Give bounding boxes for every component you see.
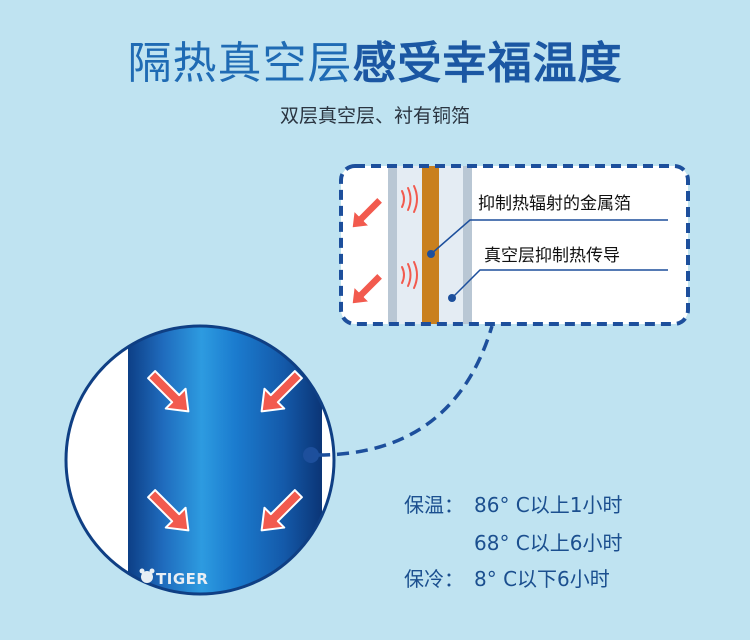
magnifier-circle: [64, 324, 336, 596]
arrow-icon: [147, 370, 190, 413]
page-title: 隔热真空层感受幸福温度: [0, 38, 750, 90]
heat-arrows-bottle: [147, 370, 303, 532]
brand-logo-text: TIGER: [156, 570, 209, 588]
leader-line-vacuum: [448, 269, 668, 302]
arrow-icon: [351, 272, 384, 305]
cold-label: 保冷：: [404, 567, 464, 591]
title-bold: 感受幸福温度: [352, 38, 623, 89]
inner-wall: [463, 166, 472, 324]
inset-detail-box: [339, 164, 690, 326]
warm-value-1: 86° C以上1小时: [474, 493, 623, 517]
leader-line-foil: [427, 219, 668, 258]
cold-value: 8° C以下6小时: [474, 567, 610, 591]
arrow-icon: [260, 489, 303, 532]
outer-wall: [388, 166, 397, 324]
heat-arrows-inset: [351, 196, 384, 305]
radiation-waves-icon: [401, 185, 418, 289]
arrow-icon: [260, 370, 303, 413]
copper-foil: [422, 166, 439, 324]
page-subtitle: 双层真空层、衬有铜箔: [279, 105, 470, 127]
foil-label: 抑制热辐射的金属箔: [478, 194, 631, 214]
callout-connector: [303, 325, 494, 463]
warm-label: 保温：: [404, 493, 464, 517]
tiger-logo-icon: [139, 568, 155, 583]
arrow-icon: [147, 489, 190, 532]
title-regular: 隔热真空层: [127, 38, 353, 89]
warm-value-2: 68° C以上6小时: [474, 531, 623, 555]
arrow-icon: [351, 196, 384, 229]
vacuum-label: 真空层抑制热传导: [484, 246, 620, 266]
